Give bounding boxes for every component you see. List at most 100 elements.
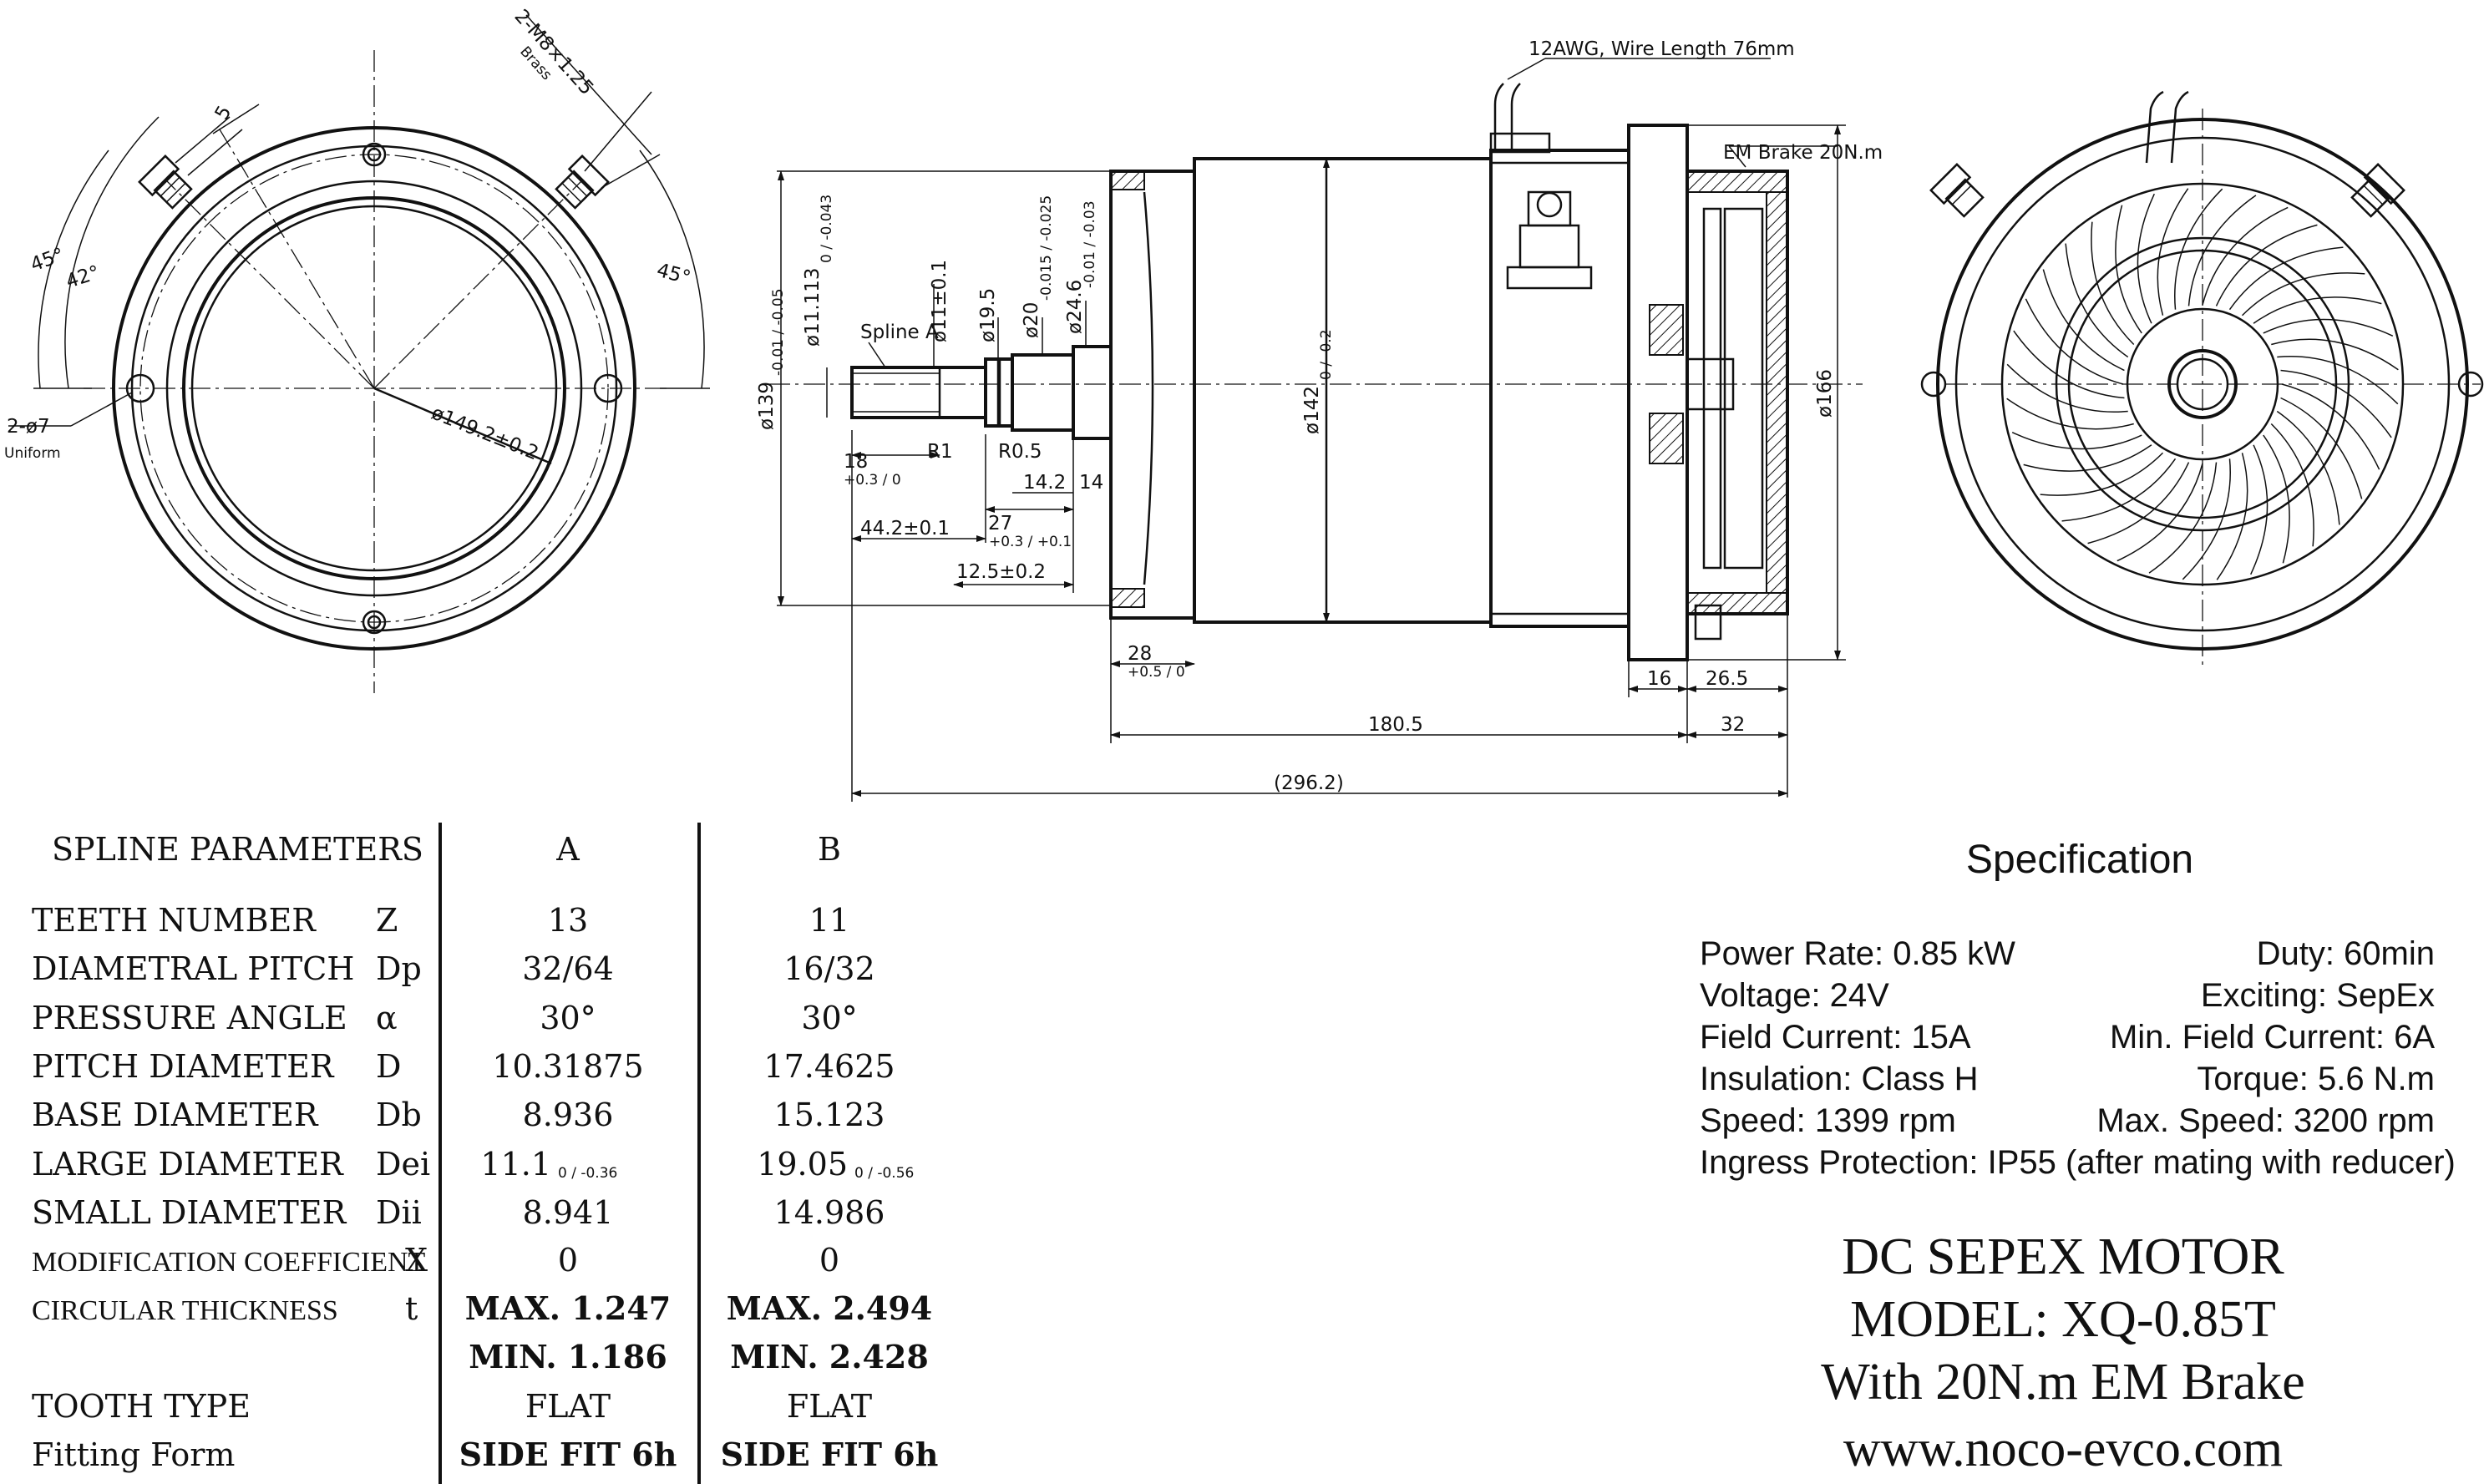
rear-outer-circle: [1936, 118, 2469, 651]
svg-text:16/32: 16/32: [783, 950, 875, 987]
website-link[interactable]: www.noco-evco.com: [1843, 1421, 2283, 1477]
table-row: TEETH NUMBER Z 13 11: [32, 902, 849, 939]
spline-label: Spline A: [860, 322, 939, 343]
pcd-label: ø149.2±0.2: [428, 402, 542, 464]
fan-blade: [2006, 363, 2128, 413]
table-row: LARGE DIAMETER Dei 11.1 0 / -0.36 19.05 …: [32, 1146, 914, 1183]
d-139-label: ø139: [756, 382, 778, 430]
spec-max-speed: Max. Speed: 3200 rpm: [2096, 1102, 2435, 1139]
model-line-1: DC SEPEX MOTOR: [1842, 1228, 2284, 1285]
brake-screw: [1694, 604, 1722, 641]
svg-text:MIN. 2.428: MIN. 2.428: [730, 1338, 929, 1375]
wire-2: [1510, 83, 1521, 150]
angle-arc-inner: [64, 116, 160, 389]
d-20-tol: -0.015 / -0.025: [1038, 195, 1055, 301]
d-166-label: ø166: [1814, 369, 1836, 418]
fan-blade: [2215, 224, 2318, 306]
shaft-collar: [1072, 345, 1113, 440]
specification-block: Specification Power Rate: 0.85 kW Duty: …: [1700, 838, 2456, 1181]
fan-blade: [2182, 458, 2231, 580]
angle-left-label: 45°: [28, 244, 67, 276]
spec-speed: Speed: 1399 rpm: [1700, 1102, 1956, 1139]
svg-text:30°: 30°: [540, 1000, 596, 1036]
fan-blade: [2157, 188, 2189, 316]
svg-text:MIN. 1.186: MIN. 1.186: [469, 1338, 667, 1375]
fan-blade: [2271, 338, 2399, 371]
spline-table: SPLINE PARAMETERS A B TEETH NUMBER Z 13 …: [32, 823, 938, 1484]
svg-text:Dei: Dei: [376, 1146, 430, 1183]
svg-text:FLAT: FLAT: [787, 1388, 872, 1425]
spec-torque: Torque: 5.6 N.m: [2197, 1061, 2435, 1097]
fan-blade: [2065, 243, 2129, 358]
svg-text:PRESSURE ANGLE: PRESSURE ANGLE: [32, 1000, 347, 1036]
bolt-hole-bottom: [362, 610, 387, 635]
fan-blade: [2087, 462, 2190, 544]
fan-blade: [2013, 330, 2125, 399]
spec-power: Power Rate: 0.85 kW: [1700, 935, 2015, 972]
table-title: SPLINE PARAMETERS: [52, 831, 423, 868]
rear-hole-right: [2457, 371, 2484, 398]
spec-ingress: Ingress Protection: IP55 (after mating w…: [1700, 1144, 2456, 1181]
fan-blade: [2263, 318, 2394, 337]
terminal-stud-icon: [1506, 190, 1593, 290]
table-row: MODIFICATION COEFFICIENT X 0 0: [32, 1242, 839, 1279]
pitch-circle: [139, 154, 609, 623]
d-11-label: ø11±0.1: [929, 260, 951, 342]
angle-right-label: 45°: [654, 260, 692, 290]
model-line-3: With 20N.m EM Brake: [1821, 1354, 2305, 1411]
table-col-b: B: [818, 831, 841, 868]
svg-text:8.936: 8.936: [523, 1097, 614, 1133]
svg-text:SIDE FIT 6h: SIDE FIT 6h: [721, 1436, 939, 1473]
svg-text:MAX. 2.494: MAX. 2.494: [727, 1289, 932, 1327]
slot-width-label: 5: [211, 102, 236, 124]
rear-view: [1920, 90, 2484, 668]
rear-wire-1: [2145, 90, 2164, 164]
fan-blade: [2202, 206, 2289, 306]
d-19-label: ø19.5: [977, 288, 999, 342]
table-row: Fitting Form SIDE FIT 6h SIDE FIT 6h: [32, 1436, 938, 1473]
svg-text:D: D: [376, 1048, 401, 1085]
fan-blade: [2277, 356, 2399, 405]
len-12-5-label: 12.5±0.2: [956, 561, 1046, 583]
table-row: MIN. 1.186 MIN. 2.428: [469, 1338, 929, 1375]
fan-blade: [2011, 432, 2142, 450]
len-14-2-label: 14.2: [1023, 472, 1066, 494]
table-row: PITCH DIAMETER D 10.31875 17.4625: [32, 1048, 895, 1085]
brake-flange: [1627, 124, 1689, 661]
table-row: CIRCULAR THICKNESS t MAX. 1.247 MAX. 2.4…: [32, 1289, 932, 1327]
spec-min-field-current: Min. Field Current: 6A: [2110, 1019, 2435, 1056]
svg-text:0: 0: [558, 1242, 578, 1279]
fan-blade: [2216, 453, 2248, 580]
mount-hole-left: [125, 373, 155, 403]
table-row: BASE DIAMETER Db 8.936 15.123: [32, 1097, 885, 1133]
svg-text:CIRCULAR THICKNESS: CIRCULAR THICKNESS: [32, 1295, 338, 1326]
svg-text:Dii: Dii: [376, 1194, 422, 1231]
svg-text:0 / -0.56: 0 / -0.56: [854, 1165, 914, 1182]
front-view: 5 2-M8×1.25 Brass 45° 42° 45° 2-ø7 Unifo…: [4, 6, 710, 693]
len-28-label: 28: [1128, 643, 1152, 665]
fan-blade: [2187, 195, 2257, 306]
spec-voltage: Voltage: 24V: [1700, 977, 1889, 1014]
len-27-tol: +0.3 / +0.1: [989, 534, 1072, 550]
len-18-tol: +0.3 / 0: [844, 472, 901, 489]
svg-text:15.123: 15.123: [774, 1097, 885, 1133]
svg-text:TEETH NUMBER: TEETH NUMBER: [32, 902, 317, 939]
pilot-inner-circle: [182, 196, 566, 580]
table-row: SMALL DIAMETER Dii 8.941 14.986: [32, 1194, 885, 1231]
spec-title: Specification: [1966, 838, 2193, 882]
brush-housing: [1489, 149, 1630, 628]
rear-wire-2: [2170, 90, 2189, 164]
svg-text:FLAT: FLAT: [525, 1388, 611, 1425]
wire-label: 12AWG, Wire Length 76mm: [1528, 38, 1795, 60]
svg-text:0 / -0.36: 0 / -0.36: [558, 1165, 617, 1182]
rear-hole-left: [1920, 371, 1947, 398]
fan-blade: [2270, 423, 2314, 547]
hole-label-2: Uniform: [4, 445, 61, 462]
svg-text:11.1: 11.1: [480, 1146, 551, 1183]
table-col-a: A: [555, 831, 580, 868]
svg-text:8.941: 8.941: [523, 1194, 614, 1231]
len-296-label: (296.2): [1274, 772, 1344, 794]
fan-blade: [2091, 221, 2135, 346]
spec-exciting: Exciting: SepEx: [2201, 977, 2435, 1014]
svg-text:DIAMETRAL PITCH: DIAMETRAL PITCH: [32, 950, 354, 987]
